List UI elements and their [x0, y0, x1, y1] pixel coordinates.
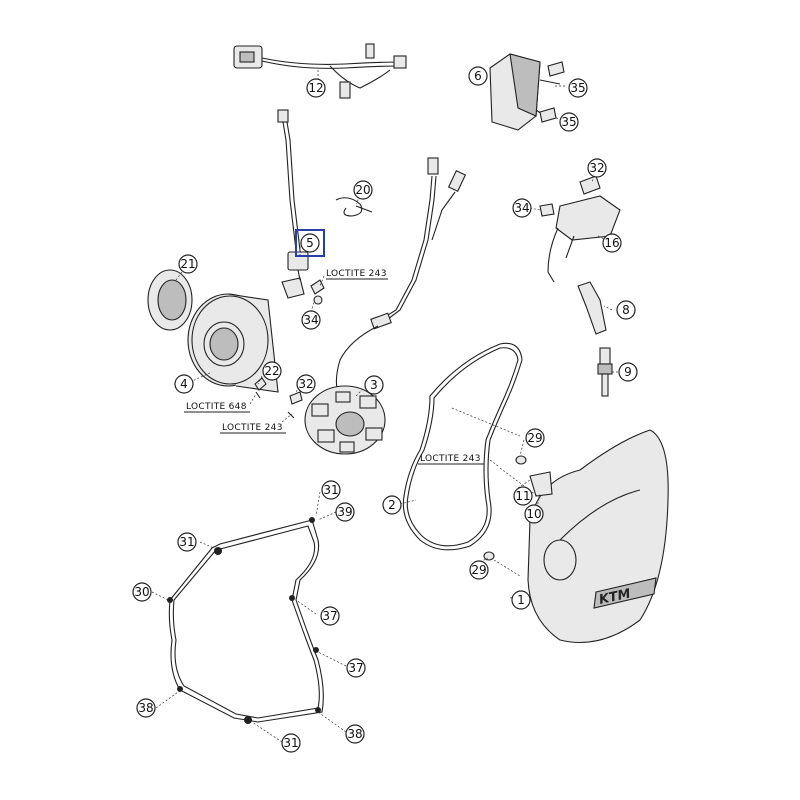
- stator-3: [304, 385, 386, 455]
- svg-text:29: 29: [471, 563, 486, 577]
- svg-text:31: 31: [323, 483, 338, 497]
- callout-39: 39: [335, 502, 355, 522]
- svg-text:2: 2: [388, 498, 396, 512]
- callout-2: 2: [382, 495, 402, 515]
- svg-text:31: 31: [283, 736, 298, 750]
- svg-text:4: 4: [180, 377, 188, 391]
- flywheel-assembly: [147, 269, 279, 393]
- callout-6: 6: [468, 66, 488, 86]
- callout-21: 21: [178, 254, 198, 274]
- ignition-coil-16: [547, 195, 621, 283]
- svg-text:6: 6: [474, 69, 482, 83]
- svg-text:37: 37: [322, 609, 337, 623]
- callout-16: 16: [602, 233, 622, 253]
- svg-text:35: 35: [561, 115, 576, 129]
- cover-gasket-2: [402, 342, 523, 551]
- callout-35: 35: [559, 112, 579, 132]
- svg-text:16: 16: [604, 236, 619, 250]
- bracket-10: [529, 471, 553, 497]
- svg-text:34: 34: [303, 313, 318, 327]
- svg-text:21: 21: [180, 257, 195, 271]
- loctite-label: LOCTITE 243: [222, 423, 283, 433]
- highlight-box-part-5: [295, 229, 325, 257]
- svg-text:8: 8: [622, 303, 630, 317]
- callout-35: 35: [568, 78, 588, 98]
- callout-32: 32: [296, 374, 316, 394]
- svg-text:3: 3: [370, 378, 378, 392]
- svg-text:30: 30: [134, 585, 149, 599]
- cable-tie-20: [335, 197, 373, 217]
- cdi-unit-6: [489, 53, 561, 131]
- callout-1: 1: [511, 590, 531, 610]
- callout-11: 11: [513, 486, 533, 506]
- svg-text:10: 10: [526, 507, 541, 521]
- svg-text:38: 38: [347, 727, 362, 741]
- callout-8: 8: [616, 300, 636, 320]
- callout-4: 4: [174, 374, 194, 394]
- callout-10: 10: [524, 504, 544, 524]
- callout-9: 9: [618, 362, 638, 382]
- svg-text:20: 20: [355, 183, 370, 197]
- spark-plug-9: [597, 347, 613, 397]
- svg-text:22: 22: [264, 364, 279, 378]
- callout-12: 12: [306, 78, 326, 98]
- stator-cable: [335, 157, 467, 393]
- svg-text:5: 5: [306, 236, 314, 250]
- callout-34: 34: [512, 198, 532, 218]
- leader-lines: [151, 68, 618, 743]
- callout-34: 34: [301, 310, 321, 330]
- svg-text:35: 35: [570, 81, 585, 95]
- dowel-29: [483, 455, 527, 561]
- callout-30: 30: [132, 582, 152, 602]
- clutch-cover-gasket: [167, 517, 324, 724]
- svg-text:39: 39: [337, 505, 352, 519]
- sensor-5: [277, 109, 309, 299]
- brand-logo-text: KTM: [598, 587, 632, 608]
- callout-31: 31: [321, 480, 341, 500]
- callout-22: 22: [262, 361, 282, 381]
- callout-31: 31: [281, 733, 301, 753]
- loctite-label: LOCTITE 648: [186, 402, 247, 412]
- svg-text:38: 38: [138, 701, 153, 715]
- callout-20: 20: [353, 180, 373, 200]
- wiring-harness-12: [233, 43, 407, 99]
- svg-text:9: 9: [624, 365, 632, 379]
- svg-text:37: 37: [348, 661, 363, 675]
- svg-text:31: 31: [179, 535, 194, 549]
- callout-31: 31: [177, 532, 197, 552]
- loctite-label: LOCTITE 243: [326, 269, 387, 279]
- svg-text:32: 32: [298, 377, 313, 391]
- svg-text:29: 29: [527, 431, 542, 445]
- spark-plug-cap-8: [577, 281, 607, 335]
- callout-32: 32: [587, 158, 607, 178]
- callout-37: 37: [320, 606, 340, 626]
- callout-38: 38: [345, 724, 365, 744]
- svg-text:32: 32: [589, 161, 604, 175]
- callout-29: 29: [469, 560, 489, 580]
- svg-text:1: 1: [517, 593, 525, 607]
- callout-5: 5: [300, 233, 320, 253]
- small-screws: [254, 61, 601, 419]
- callout-37: 37: [346, 658, 366, 678]
- svg-text:11: 11: [515, 489, 530, 503]
- loctite-label: LOCTITE 243: [420, 454, 481, 464]
- callouts: 12 6 35 35 20 5 32 34 16 21 34 8 9 4 22 …: [132, 66, 638, 753]
- svg-text:34: 34: [514, 201, 529, 215]
- ignition-cover-1: KTM: [527, 429, 669, 643]
- callout-3: 3: [364, 375, 384, 395]
- callout-38: 38: [136, 698, 156, 718]
- callout-29: 29: [525, 428, 545, 448]
- loctite-labels: LOCTITE 243 LOCTITE 648 LOCTITE 243 LOCT…: [184, 269, 484, 465]
- svg-text:12: 12: [308, 81, 323, 95]
